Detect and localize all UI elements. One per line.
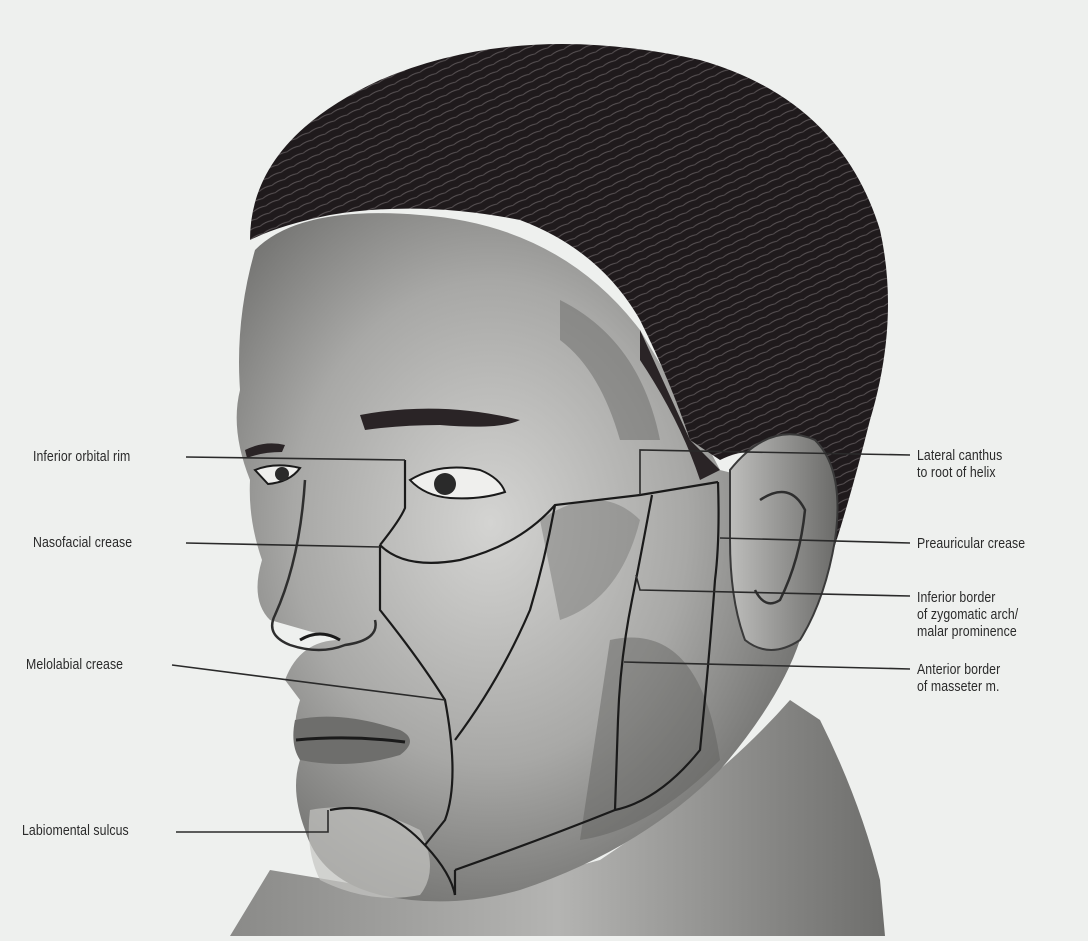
label-line: of masseter m. bbox=[917, 678, 1000, 695]
label-inferior-orbital-rim: Inferior orbital rim bbox=[33, 448, 130, 465]
label-line: Inferior border bbox=[917, 589, 1018, 606]
iris-far bbox=[275, 467, 289, 481]
label-melolabial-crease: Melolabial crease bbox=[26, 656, 123, 673]
label-lateral-canthus: Lateral canthus to root of helix bbox=[917, 447, 1002, 481]
label-line: of zygomatic arch/ bbox=[917, 606, 1018, 623]
label-line: Lateral canthus bbox=[917, 447, 1002, 464]
label-preauricular-crease: Preauricular crease bbox=[917, 535, 1025, 552]
label-labiomental-sulcus: Labiomental sulcus bbox=[22, 822, 129, 839]
label-anterior-border-masseter: Anterior border of masseter m. bbox=[917, 661, 1000, 695]
label-line: Anterior border bbox=[917, 661, 1000, 678]
label-line: to root of helix bbox=[917, 464, 1002, 481]
ear bbox=[730, 434, 838, 650]
label-inferior-border-zygomatic: Inferior border of zygomatic arch/ malar… bbox=[917, 589, 1018, 640]
label-nasofacial-crease: Nasofacial crease bbox=[33, 534, 132, 551]
label-line: malar prominence bbox=[917, 623, 1018, 640]
iris bbox=[434, 473, 456, 495]
label-line: Preauricular crease bbox=[917, 535, 1025, 552]
